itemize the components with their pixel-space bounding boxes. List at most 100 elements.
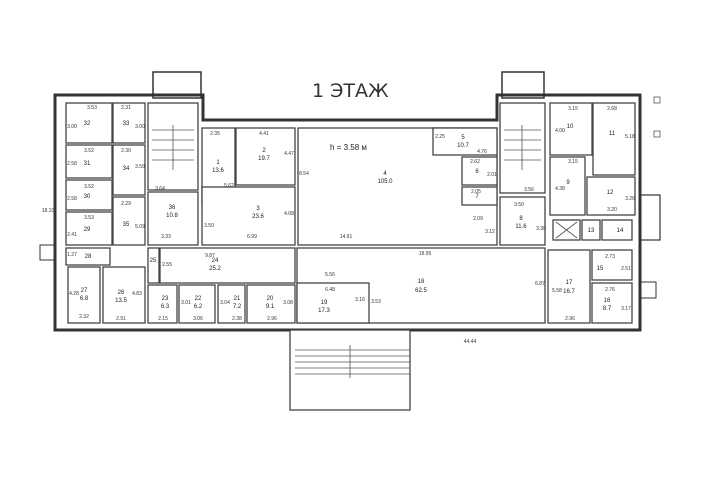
room-area: 19.7 bbox=[258, 156, 270, 162]
room-area: 7.2 bbox=[233, 304, 242, 310]
dimension: 2.51 bbox=[621, 266, 631, 272]
room-number: 13 bbox=[588, 228, 595, 234]
room-area: 23.6 bbox=[252, 214, 264, 220]
room-number: 26 bbox=[118, 290, 125, 296]
room-20 bbox=[246, 284, 296, 324]
room-number: 14 bbox=[617, 228, 624, 234]
dimension: 2.01 bbox=[487, 172, 497, 178]
stair-treads bbox=[152, 125, 541, 170]
dimension: 3.53 bbox=[84, 215, 94, 221]
room-area: 13.6 bbox=[212, 168, 224, 174]
dimension: 5.09 bbox=[135, 224, 145, 230]
dimension: 2.15 bbox=[158, 316, 168, 322]
room-number: 4 bbox=[383, 171, 387, 177]
room-area: 10.7 bbox=[457, 143, 469, 149]
room-area: 10.8 bbox=[166, 213, 178, 219]
dimension: 2.76 bbox=[605, 287, 615, 293]
room-6 bbox=[461, 156, 498, 186]
dimension: 6.99 bbox=[247, 234, 257, 240]
room-13 bbox=[581, 219, 601, 241]
room-10 bbox=[549, 102, 593, 156]
dimension: 3.50 bbox=[514, 202, 524, 208]
dimension: 4.41 bbox=[259, 131, 269, 137]
dimension: 2.96 bbox=[267, 316, 277, 322]
dimension: 4.38 bbox=[555, 186, 565, 192]
room-19 bbox=[296, 282, 370, 324]
dimension: 4.28 bbox=[69, 291, 79, 297]
dimension: 3.30 bbox=[536, 226, 546, 232]
dimension: 3.12 bbox=[485, 229, 495, 235]
dimension: 4.08 bbox=[284, 211, 294, 217]
room-29 bbox=[65, 211, 113, 246]
dimension: 2.55 bbox=[162, 262, 172, 268]
dimension: 3.17 bbox=[621, 306, 631, 312]
room-number: 32 bbox=[84, 121, 91, 127]
room-number: 35 bbox=[123, 222, 130, 228]
room-area: 16.7 bbox=[563, 289, 575, 295]
floor-title: 1 ЭТАЖ bbox=[312, 80, 389, 102]
dimension: 5.18 bbox=[625, 134, 635, 140]
room-area: 6.3 bbox=[161, 304, 170, 310]
room-number: 5 bbox=[461, 135, 465, 141]
dimension: 3.00 bbox=[135, 124, 145, 130]
dimension: 2.73 bbox=[605, 254, 615, 260]
room-32 bbox=[65, 102, 113, 144]
room-number: 15 bbox=[597, 266, 604, 272]
room-area: 9.1 bbox=[266, 304, 275, 310]
dimension: 2.58 bbox=[67, 161, 77, 167]
room-number: 29 bbox=[84, 227, 91, 233]
dimension: 3.26 bbox=[625, 196, 635, 202]
dimension: 3.20 bbox=[607, 207, 617, 213]
dimension: 3.01 bbox=[181, 300, 191, 306]
outer-wall bbox=[53, 93, 642, 332]
room-12 bbox=[586, 176, 636, 216]
room-number: 24 bbox=[212, 258, 219, 264]
overall-length: 44.44 bbox=[464, 339, 477, 345]
room-number: 6 bbox=[475, 169, 479, 175]
dimension: 3.04 bbox=[220, 300, 230, 306]
room-27 bbox=[67, 266, 101, 324]
dimension: 4.47 bbox=[284, 151, 294, 157]
room-3 bbox=[201, 186, 296, 246]
room-number: 12 bbox=[607, 190, 614, 196]
room-number: 10 bbox=[567, 124, 574, 130]
room-22 bbox=[178, 284, 216, 324]
room-number: 28 bbox=[85, 254, 92, 260]
room-number: 8 bbox=[519, 216, 523, 222]
room-16 bbox=[591, 282, 633, 324]
room-34 bbox=[112, 144, 146, 196]
dimension: 2.32 bbox=[79, 314, 89, 320]
dimension: 3.52 bbox=[84, 148, 94, 154]
dimension: 2.29 bbox=[121, 201, 131, 207]
room-area: 8.7 bbox=[603, 306, 612, 312]
room-17 bbox=[547, 249, 591, 324]
room-area: 105.0 bbox=[377, 179, 393, 185]
room-number: 9 bbox=[566, 180, 570, 186]
room-26 bbox=[102, 266, 146, 324]
dimension: 2.25 bbox=[435, 134, 445, 140]
room-33 bbox=[112, 102, 146, 144]
room-number: 30 bbox=[84, 194, 91, 200]
room-number: 19 bbox=[321, 300, 328, 306]
dimension: 18.95 bbox=[419, 251, 432, 257]
room-number: 22 bbox=[195, 296, 202, 302]
dimension: 3.64 bbox=[155, 186, 165, 192]
room-number: 21 bbox=[234, 296, 241, 302]
rooms bbox=[65, 102, 636, 324]
room-number: 33 bbox=[123, 121, 130, 127]
dimension: 5.58 bbox=[552, 288, 562, 294]
dimension: 8.54 bbox=[299, 171, 309, 177]
dimension: 2.96 bbox=[565, 316, 575, 322]
room-15 bbox=[591, 249, 633, 281]
ceiling-height: h = 3.58 м bbox=[330, 143, 367, 152]
dimension: 3.15 bbox=[568, 106, 578, 112]
room-8 bbox=[499, 196, 546, 246]
room-36 bbox=[147, 191, 199, 246]
dimension: 2.68 bbox=[607, 106, 617, 112]
dimension: 3.53 bbox=[371, 299, 381, 305]
room-9 bbox=[549, 156, 586, 216]
room-21 bbox=[217, 284, 246, 324]
legend-box-2 bbox=[653, 130, 661, 138]
room-number: 34 bbox=[123, 166, 130, 172]
